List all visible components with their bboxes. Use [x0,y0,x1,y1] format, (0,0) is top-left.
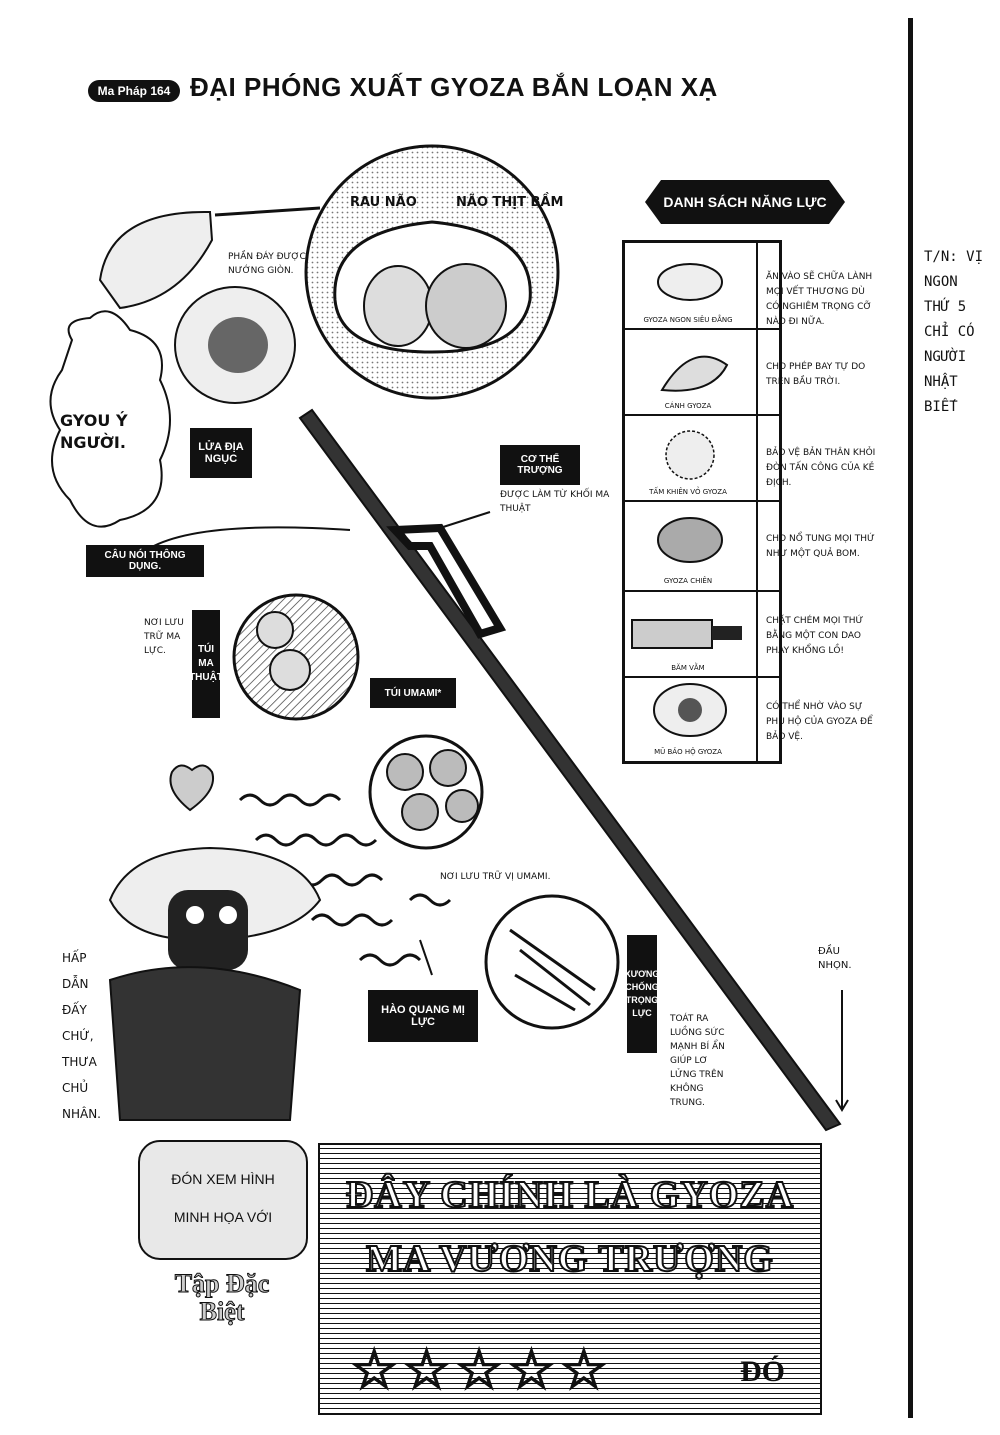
headline-do: ĐÓ [740,1355,785,1388]
label-dau-nhon: ĐẦU NHỌN. [818,946,852,971]
label-cau-noi: CÂU NÓI THÔNG DỤNG. [86,545,204,577]
translator-note: T/N: VỊ NGON THỨ 5 CHỈ CÓ NGƯỜI NHẬT BIẾ… [924,249,984,415]
label-noi-luu-tru-ma-luc: NƠI LƯU TRỮ MA LỰC. [144,618,184,656]
ability-desc-4: CHO NỔ TUNG MỌI THỨ NHƯ MỘT QUẢ BOM. [766,534,875,559]
gyoza-character [108,846,322,1121]
label-noi-luu-tru-umami: NƠI LƯU TRỮ VỊ UMAMI. [440,872,551,882]
label-xuong-chong: XƯƠNG CHỐNG TRỌNG LỰC [625,935,659,1053]
star-row: ☆☆☆☆☆ [349,1337,613,1402]
ability-table [622,240,782,764]
gyoza-crispy [98,210,214,310]
ability-name-1: GYOZA NGON SIÊU ĐẲNG [643,316,733,324]
ability-table-divider [756,240,758,764]
label-nao-thit-bam: NÃO THỊT BẦM [456,195,564,210]
label-tui-umami: TÚI UMAMI* [370,678,456,708]
speech-cloud [49,310,171,528]
ability-desc-1: ĂN VÀO SẼ CHỮA LÀNH MỌI VẾT THƯƠNG DÙ CÓ… [766,272,873,327]
label-toat-ra: TOÁT RA LUỒNG SỨC MẠNH BÍ ẨN GIÚP LƠ LỬN… [670,1014,725,1108]
ability-desc-2: CHO PHÉP BAY TỰ DO TRÊN BẦU TRỜI. [766,362,866,387]
promo-line-1: ĐÓN XEM HÌNH [171,1171,275,1187]
headline-line-1: ĐÂY CHÍNH LÀ GYOZA [345,1173,795,1217]
ability-list-header: DANH SÁCH NĂNG LỰC [645,180,845,224]
chapter-title: ĐẠI PHÓNG XUẤT GYOZA BẮN LOẠN XẠ [190,72,718,102]
ability-icons [631,263,742,737]
promo-line-2: MINH HỌA VỚI [173,1209,273,1225]
ability-desc-6: CÓ THỂ NHỜ VÀO SỰ PHÙ HỘ CỦA GYOZA ĐỂ BẢ… [766,702,873,742]
ability-name-3: TẤM KHIÊN VỎ GYOZA [649,488,727,496]
label-duoc-lam: ĐƯỢC LÀM TỪ KHỐI MA THUẬT [500,490,610,514]
promo-box: ĐÓN XEM HÌNH MINH HỌA VỚI [138,1140,308,1260]
label-co-the-truong: CƠ THỂ TRƯỢNG [500,445,580,485]
label-lua-dia-nguc: LỬA ĐỊA NGỤC [190,428,252,478]
label-hao-quang: HÀO QUANG MỊ LỰC [368,990,478,1042]
headline-box: ĐÂY CHÍNH LÀ GYOZA MA VƯƠNG TRƯỢNG ☆☆☆☆☆… [318,1143,822,1415]
ability-name-6: MŨ BẢO HỘ GYOZA [654,748,722,756]
ability-name-4: GYOZA CHIÊN [663,577,713,585]
ability-name-5: BĂM VẰM [671,664,705,672]
label-tui-ma-thuat: TÚI MA THUẬT [189,610,223,718]
page-divider [908,18,913,1418]
chapter-label: Ma Pháp 164 [88,80,180,102]
label-rau-nao: RAU NÃO [350,195,417,210]
special-volume-text: Tập Đặc Biệt [174,1269,270,1326]
bone-zoom [484,894,620,1030]
label-gyou-y: GYOU Ý NGƯỜI. [60,411,128,452]
ability-desc-3: BẢO VỆ BẢN THÂN KHỎI ĐÒN TẤN CÔNG CỦA KẺ… [766,448,876,488]
label-phan-day: PHẦN ĐÁY ĐƯỢC NƯỚNG GIÒN. [228,252,306,276]
ability-name-2: CÁNH GYOZA [664,402,712,410]
label-hap-dan: HẤP DẪN ĐẤY CHỨ, THƯA CHỦ NHÂN. [62,951,101,1121]
ability-desc-5: CHẶT CHÉM MỌI THỨ BẰNG MỘT CON DAO PHAY … [766,616,864,656]
heart [169,764,214,812]
headline-line-2: MA VƯƠNG TRƯỢNG [365,1237,774,1281]
